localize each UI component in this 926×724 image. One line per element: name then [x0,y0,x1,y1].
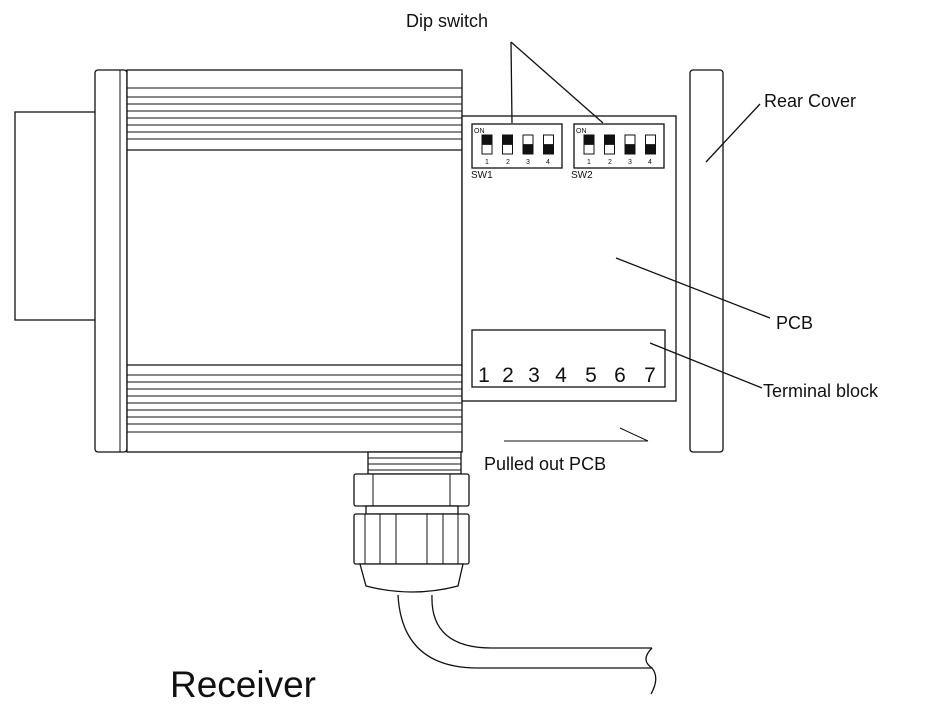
sw1-pos-4: 4 [546,159,550,166]
terminal-1: 1 [478,364,490,387]
dip-key-knob-2-3 [625,144,635,154]
dip-key-knob-2-4 [645,144,656,154]
dip-switch-keys [481,134,656,155]
sw1-label: SW1 [471,170,493,181]
cable-gland [353,451,470,593]
sw1-on-label: ON [474,128,485,135]
label-pcb: PCB [776,313,813,333]
label-pulled-out-pcb: Pulled out PCB [484,454,606,474]
sw1-pos-3: 3 [526,159,530,166]
sw1-pos-1: 1 [485,159,489,166]
rear-cover [689,69,724,453]
label-terminal-block: Terminal block [763,381,879,401]
body-fins-bottom [127,374,462,433]
body-fins-top [127,87,462,140]
terminal-5: 5 [585,364,597,387]
main-body [126,69,463,453]
label-receiver: Receiver [170,664,316,705]
sw2-pos-4: 4 [648,159,652,166]
terminal-4: 4 [555,364,567,387]
label-rear-cover: Rear Cover [764,91,856,111]
sw2-pos-3: 3 [628,159,632,166]
terminal-7: 7 [644,364,656,387]
sw2-on-label: ON [576,128,587,135]
terminal-6: 6 [614,364,626,387]
leader-lines [504,41,771,442]
sw1-pos-2: 2 [506,159,510,166]
sw2-pos-1: 1 [587,159,591,166]
dip-key-knob-1-4 [543,144,554,154]
terminal-3: 3 [528,364,540,387]
front-lens-housing [14,111,99,321]
label-dip-switch: Dip switch [406,11,488,31]
dip-key-knob-1-2 [502,135,513,145]
dip-key-knob-1-1 [482,135,492,145]
dip-key-knob-2-1 [584,135,594,145]
front-flange [94,69,128,453]
sw2-pos-2: 2 [608,159,612,166]
sw2-label: SW2 [571,170,593,181]
dip-key-knob-2-2 [604,135,615,145]
cable [397,594,657,695]
terminal-block [471,329,666,388]
dip-key-knob-1-3 [523,144,533,154]
terminal-2: 2 [502,364,514,387]
